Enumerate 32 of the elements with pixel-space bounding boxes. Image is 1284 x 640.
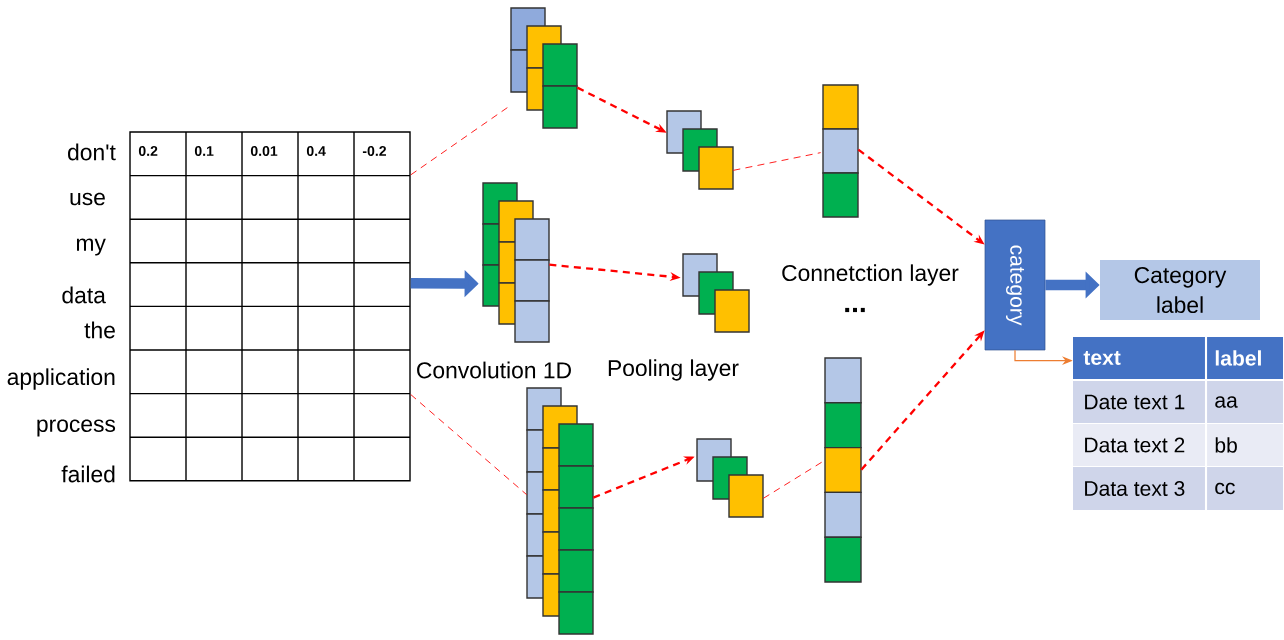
layer-label: Pooling layer <box>608 359 739 381</box>
filter-stack-drawing <box>482 182 550 343</box>
word-label: don't <box>68 143 116 161</box>
word-label: my <box>76 238 106 256</box>
filter-stack-drawing <box>510 7 578 129</box>
word-label: process <box>37 419 116 437</box>
word-label: failed <box>61 465 115 483</box>
feature-map-drawing <box>666 110 734 190</box>
filter-stack-drawing <box>526 387 594 635</box>
word-label: use <box>70 192 105 206</box>
vector-drawing <box>824 357 862 583</box>
layer-label: Connetction layer <box>782 264 959 286</box>
data-table: text label Date text 1 aa Data text 2 bb Data text 3 cc <box>1073 337 1283 510</box>
node-label: Date text 1 <box>1085 394 1185 410</box>
word-label: data <box>62 286 106 304</box>
connector-line <box>732 152 822 171</box>
node-label: text <box>1083 351 1121 365</box>
layer-label: Convolution 1D <box>417 361 571 379</box>
word-label: the <box>84 321 115 339</box>
node-label: label <box>1215 350 1261 366</box>
output-box: Category label <box>1100 260 1260 320</box>
node-label: bb <box>1215 437 1237 453</box>
category-box: category <box>984 219 1046 351</box>
embedding-matrix: 0.2 0.1 0.01 0.4 -0.2 <box>129 131 411 482</box>
ellipsis: ... <box>845 307 865 313</box>
node-label: Data text 2 <box>1085 437 1185 453</box>
connector-line <box>410 394 528 496</box>
feature-map-drawing <box>696 438 764 518</box>
word-label: application <box>7 368 115 390</box>
feature-map-drawing <box>682 253 750 333</box>
node-label: aa <box>1215 396 1238 408</box>
vector-drawing <box>822 84 859 218</box>
